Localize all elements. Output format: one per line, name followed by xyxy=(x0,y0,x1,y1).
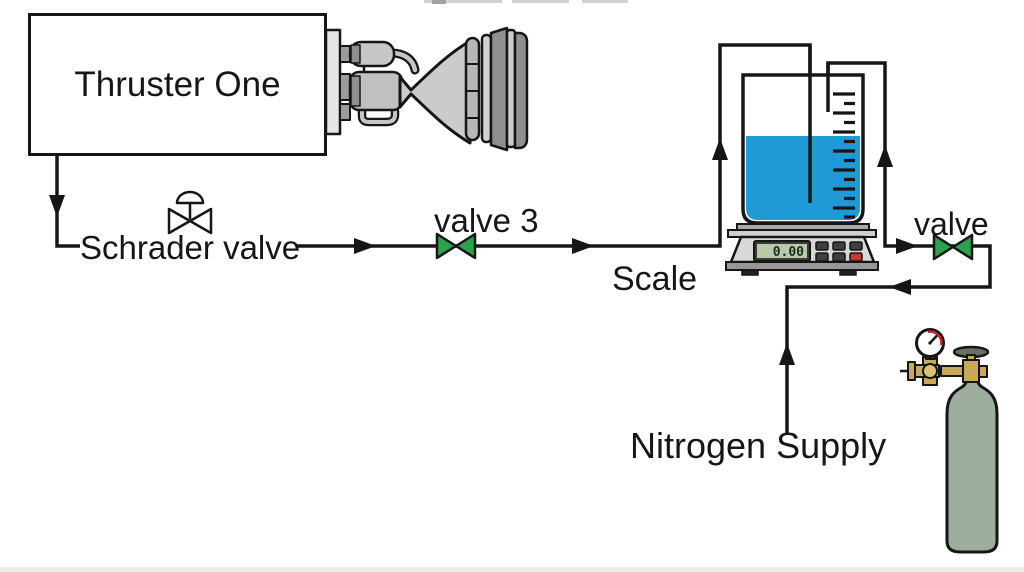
scale-reading: 0.00 xyxy=(773,245,804,260)
schrader-valve-icon xyxy=(167,190,213,235)
thruster-one-label: Thruster One xyxy=(74,64,281,104)
scale-red-button xyxy=(849,252,863,262)
flow-arrow-down-thruster xyxy=(49,195,65,217)
thruster-one-box: Thruster One xyxy=(28,13,327,156)
regulator-knob xyxy=(922,363,938,379)
schrader-valve-label: Schrader valve xyxy=(80,229,301,266)
scale-lcd xyxy=(757,244,807,258)
pipe-thruster-drain xyxy=(55,155,80,248)
flow-arrow-up-beaker-feed xyxy=(712,138,728,160)
flow-arrow-right-2 xyxy=(572,238,594,254)
regulator-fittings xyxy=(907,351,988,386)
flow-arrow-left-return xyxy=(889,279,911,295)
pressure-gauge-icon xyxy=(915,328,945,358)
engine-igniter xyxy=(348,40,396,68)
nitrogen-cylinder xyxy=(900,328,999,554)
thruster-engine-illustration xyxy=(324,26,529,152)
engine-nozzle-bell xyxy=(398,39,472,145)
valve-3-label: valve 3 xyxy=(434,202,539,239)
beaker-graduations xyxy=(833,92,855,219)
outlet-valve-label: valve xyxy=(914,206,989,242)
nitrogen-supply-label: Nitrogen Supply xyxy=(630,425,887,466)
engine-mount-plate xyxy=(324,28,342,136)
beaker xyxy=(741,45,865,225)
scale-label: Scale xyxy=(612,260,698,298)
beaker-liquid xyxy=(746,136,860,220)
scale-keypad xyxy=(815,241,863,262)
flow-arrow-right-1 xyxy=(354,238,376,254)
flow-arrow-up-nitrogen xyxy=(779,343,795,365)
beaker-tubes xyxy=(808,45,830,203)
flow-arrow-right-valve xyxy=(896,238,918,254)
outlet-valve-icon xyxy=(932,233,974,261)
flow-arrows xyxy=(49,138,918,365)
cylinder-body xyxy=(945,375,999,554)
scale-device: 0.00 xyxy=(725,223,879,276)
valve-3-icon xyxy=(435,232,477,260)
flow-arrow-up-headspace xyxy=(877,145,893,167)
